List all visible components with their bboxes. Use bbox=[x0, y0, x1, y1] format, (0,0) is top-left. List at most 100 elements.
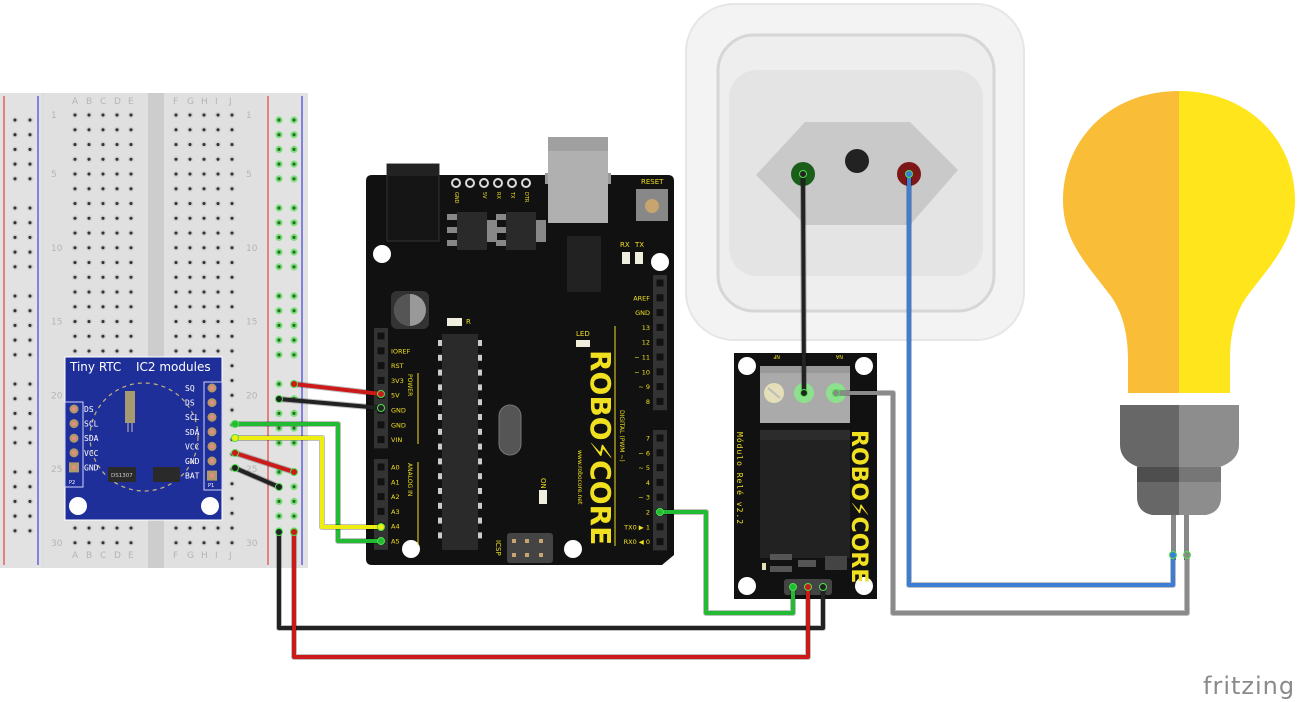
breadboard-hole bbox=[186, 288, 194, 296]
breadboard-hole bbox=[113, 229, 121, 237]
breadboard-hole bbox=[186, 539, 194, 546]
breadboard-hole bbox=[85, 126, 93, 133]
breadboard-hole bbox=[85, 347, 93, 355]
rail-hole bbox=[26, 249, 34, 256]
rtc-pin-hole bbox=[72, 450, 76, 455]
breadboard-hole bbox=[99, 288, 107, 296]
header-socket bbox=[656, 538, 664, 546]
header-socket bbox=[656, 397, 664, 405]
breadboard-hole bbox=[214, 318, 222, 325]
rail-hole bbox=[26, 425, 34, 432]
relay-body bbox=[760, 430, 850, 558]
header-pin-label: A3 bbox=[391, 508, 400, 516]
rail-hole bbox=[26, 483, 34, 490]
breadboard-hole bbox=[186, 259, 194, 266]
row-label: 10 bbox=[51, 244, 63, 254]
breadboard-hole bbox=[214, 185, 222, 192]
wire-rtc-vcc-end bbox=[231, 449, 239, 457]
dc-jack bbox=[386, 163, 440, 242]
breadboard-hole bbox=[85, 156, 93, 163]
chip-leg bbox=[438, 399, 442, 406]
breadboard-hole bbox=[71, 215, 79, 222]
header-socket bbox=[656, 449, 664, 457]
header-socket bbox=[656, 523, 664, 531]
header-pin-label: A2 bbox=[391, 493, 400, 501]
rail-hole bbox=[26, 395, 34, 402]
header-pin-label: 12 bbox=[642, 339, 650, 347]
header-socket bbox=[656, 279, 664, 287]
breadboard-hole bbox=[214, 170, 222, 178]
header-socket bbox=[377, 421, 385, 429]
breadboard-hole bbox=[99, 170, 107, 178]
breadboard-hole bbox=[228, 170, 236, 178]
column-label: J bbox=[228, 97, 232, 107]
header-pin-label: 3V3 bbox=[391, 377, 404, 385]
breadboard-hole bbox=[228, 524, 236, 532]
breadboard-hole bbox=[99, 347, 107, 355]
header-socket bbox=[656, 478, 664, 486]
chip-leg bbox=[478, 354, 482, 361]
header-pin-label: RX0 ◀ 0 bbox=[624, 538, 650, 546]
mount-hole bbox=[69, 497, 87, 515]
fritzing-watermark: fritzing bbox=[1203, 672, 1295, 700]
rtc-pin-hole bbox=[210, 415, 214, 420]
column-label: A bbox=[72, 97, 79, 107]
breadboard-hole bbox=[200, 170, 208, 178]
column-label: F bbox=[173, 97, 178, 107]
rail-hole-connected bbox=[290, 160, 298, 168]
wire-relay-signal-end bbox=[789, 583, 797, 591]
breadboard-hole bbox=[99, 259, 107, 266]
breadboard-hole bbox=[172, 111, 180, 119]
breadboard-hole bbox=[99, 274, 107, 281]
column-label: D bbox=[114, 551, 121, 561]
breadboard-hole bbox=[172, 318, 180, 325]
header-pin-label: IOREF bbox=[391, 347, 411, 355]
rail-hole bbox=[26, 351, 34, 358]
rx-led bbox=[622, 252, 630, 264]
column-label: G bbox=[187, 97, 194, 107]
row-label: 1 bbox=[246, 111, 252, 121]
header-socket bbox=[656, 434, 664, 442]
breadboard-hole bbox=[99, 539, 107, 546]
breadboard-hole bbox=[200, 288, 208, 296]
rail-hole bbox=[26, 161, 34, 168]
rail-hole-connected bbox=[290, 131, 298, 139]
wire-gnd-end bbox=[275, 395, 283, 403]
breadboard-hole bbox=[127, 333, 135, 340]
wire-rtc-gnd-end bbox=[275, 483, 283, 491]
breadboard-hole bbox=[172, 524, 180, 532]
breadboard-hole bbox=[71, 303, 79, 310]
wire-relay-vcc-end bbox=[290, 528, 298, 536]
header-pin-label: GND bbox=[391, 421, 406, 429]
led-13 bbox=[576, 340, 590, 347]
breadboard-hole bbox=[200, 539, 208, 546]
header-pin-label: 2 bbox=[646, 509, 650, 517]
rail-hole bbox=[11, 410, 19, 417]
chip-leg bbox=[438, 340, 442, 346]
chip-leg bbox=[478, 414, 482, 420]
header-pin-label: A0 bbox=[391, 464, 400, 472]
breadboard-hole bbox=[85, 170, 93, 178]
column-label: I bbox=[215, 97, 218, 107]
chip-leg bbox=[478, 517, 482, 524]
breadboard-hole bbox=[228, 406, 236, 414]
breadboard-hole bbox=[186, 185, 194, 192]
breadboard-hole bbox=[200, 200, 208, 207]
icsp-pin bbox=[539, 553, 543, 557]
breadboard-hole bbox=[228, 362, 236, 369]
rtc-pin-label: DS bbox=[185, 399, 195, 408]
rail-hole bbox=[11, 351, 19, 358]
rail-hole bbox=[11, 307, 19, 314]
breadboard-hole bbox=[85, 318, 93, 325]
breadboard-hole bbox=[127, 215, 135, 222]
light-bulb bbox=[1063, 91, 1295, 560]
wire-relay-gnd bbox=[277, 530, 825, 630]
breadboard-hole bbox=[228, 333, 236, 340]
bulb-base bbox=[1120, 405, 1179, 467]
breadboard-hole bbox=[200, 141, 208, 148]
header-socket bbox=[656, 353, 664, 361]
chip-label: DS1307 bbox=[111, 473, 133, 479]
breadboard-hole bbox=[200, 229, 208, 237]
rtc-title: Tiny RTC bbox=[69, 360, 121, 374]
